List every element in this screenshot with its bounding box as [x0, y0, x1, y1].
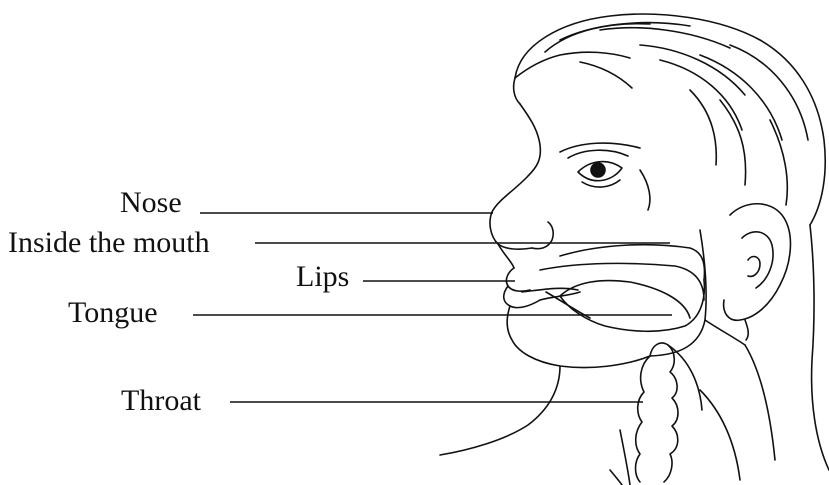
- ear-drawing: [724, 204, 791, 340]
- throat-label: Throat: [121, 386, 201, 416]
- nose-label: Nose: [120, 188, 182, 218]
- hair-drawing: [514, 14, 826, 225]
- lips-label: Lips: [296, 262, 349, 292]
- tongue-label: Tongue: [68, 298, 158, 328]
- collar-drawing: [610, 470, 622, 485]
- inside-mouth-label: Inside the mouth: [8, 228, 210, 258]
- eye-drawing: [560, 143, 650, 210]
- neck-drawing: [440, 343, 740, 485]
- face-profile-drawing: [490, 104, 650, 368]
